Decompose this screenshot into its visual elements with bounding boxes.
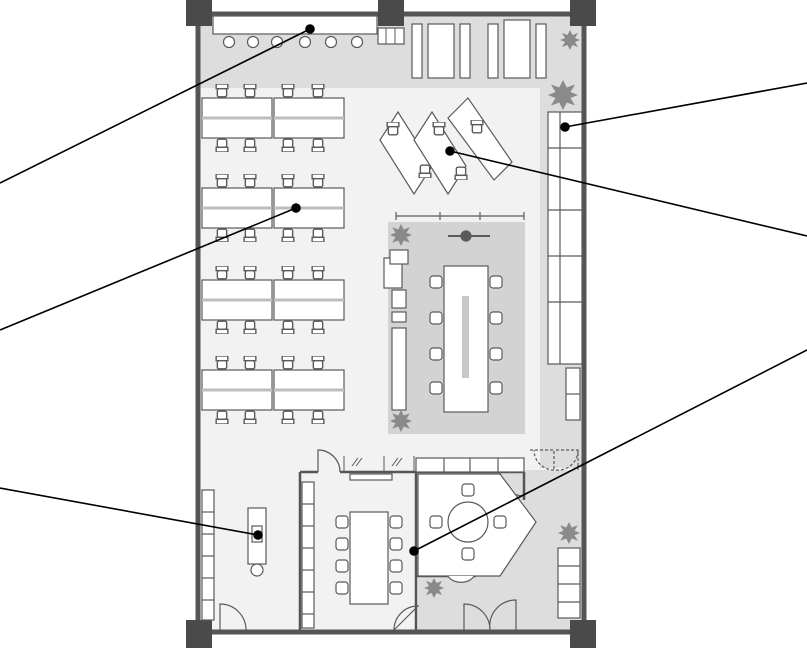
chair-icon [311, 84, 325, 98]
callout-leader-line [413, 349, 807, 552]
chair-icon [243, 410, 257, 424]
round-table-room [417, 473, 537, 583]
chair-icon [243, 138, 257, 152]
chair-icon [311, 266, 325, 280]
chair-icon [311, 174, 325, 188]
chair-icon [243, 228, 257, 242]
door-swing-icon [219, 603, 247, 631]
chair-icon [454, 166, 468, 180]
desk-cluster [201, 356, 345, 424]
top-storage-units [411, 19, 547, 79]
chair-icon [243, 320, 257, 334]
chair-icon [281, 138, 295, 152]
bench-row [415, 457, 525, 473]
door-swing-icon-group [219, 449, 579, 631]
chair-icon [418, 164, 432, 178]
chair-icon [311, 356, 325, 370]
desk-clusters [201, 84, 345, 424]
desk-cluster [201, 266, 345, 334]
door-swing-icon [555, 449, 579, 471]
leader-dot-icon [409, 546, 419, 556]
chair-icon [386, 122, 400, 136]
callout-leaders [0, 24, 807, 556]
chair-icon [215, 410, 229, 424]
glass-segments [343, 456, 415, 472]
chair-icon [243, 356, 257, 370]
meeting-side-cabinets [383, 249, 409, 411]
chair-icon [281, 356, 295, 370]
callout-leader-line [449, 150, 807, 237]
door-swing-icon [530, 449, 555, 471]
leader-dot-icon [445, 146, 455, 156]
chair-icon [215, 320, 229, 334]
glass-partition [395, 212, 525, 242]
leader-dot-icon [560, 122, 570, 132]
small-meeting-table [335, 473, 403, 605]
chair-icon [281, 174, 295, 188]
leader-dot-icon [291, 203, 301, 213]
chair-icon [281, 266, 295, 280]
chair-icon [215, 84, 229, 98]
chair-icon [243, 174, 257, 188]
chair-icon [243, 266, 257, 280]
chair-icon [215, 138, 229, 152]
leader-dot-icon [305, 24, 315, 34]
leader-dot-icon [253, 530, 263, 540]
chair-icon [311, 138, 325, 152]
chair-icon [281, 84, 295, 98]
angled-desks [379, 97, 513, 196]
chair-icon [311, 410, 325, 424]
chair-icon [215, 174, 229, 188]
chair-icon [432, 122, 446, 136]
chair-icon [281, 410, 295, 424]
chair-icon [470, 120, 484, 134]
door-swing-icon [393, 605, 420, 631]
chair-icon [281, 320, 295, 334]
chair-icon [215, 356, 229, 370]
callout-leader-line [0, 487, 259, 536]
desk-cluster [201, 84, 345, 152]
structural-columns [186, 0, 596, 648]
right-wall-cabinet [547, 111, 583, 421]
chair-icon [281, 228, 295, 242]
chair-icon [311, 320, 325, 334]
chair-icon [311, 228, 325, 242]
chair-icon [215, 266, 229, 280]
callout-leader-line [564, 82, 807, 128]
top-counter [212, 15, 405, 49]
door-swing-icon [317, 449, 341, 473]
callout-leader-line [0, 207, 297, 331]
left-shelves [201, 481, 581, 629]
meeting-table [429, 265, 503, 413]
callout-leader-line [0, 28, 311, 184]
chair-icon [243, 84, 257, 98]
door-swing-icon [463, 599, 517, 631]
desk-cluster [201, 174, 345, 242]
